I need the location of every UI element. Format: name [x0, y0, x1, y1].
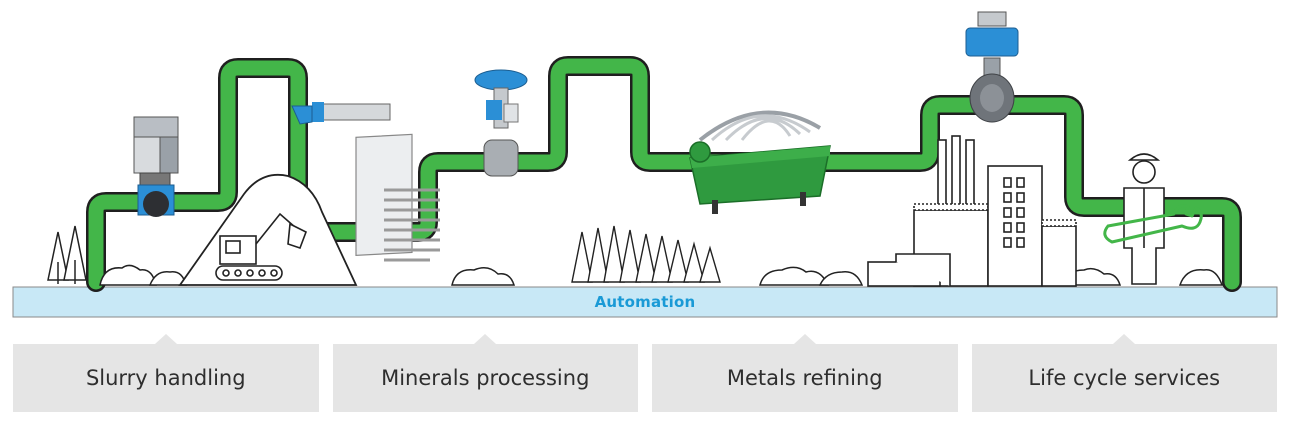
- heat-exchanger-icon: [355, 133, 440, 262]
- disc-filter-icon: [689, 110, 831, 214]
- knife-gate-valve-icon: [133, 116, 179, 217]
- category-boxes: Slurry handling Minerals processing Meta…: [13, 334, 1277, 412]
- linear-actuator-valve-icon: [291, 102, 391, 125]
- category-metals-refining: Metals refining: [652, 334, 958, 412]
- trees-center-icon: [571, 225, 721, 283]
- category-slurry-handling: Slurry handling: [13, 334, 319, 412]
- rotary-valve-icon: [965, 11, 1019, 123]
- excavator-icon: [215, 212, 308, 281]
- automation-band: [12, 286, 1278, 318]
- trees-left-icon: [47, 225, 87, 284]
- category-life-cycle-services: Life cycle services: [971, 334, 1277, 412]
- control-valve-icon: [474, 69, 528, 177]
- wrench-icon: [1103, 204, 1203, 244]
- factory-icon: [867, 135, 1077, 287]
- pipeline: [86, 56, 1242, 292]
- category-minerals-processing: Minerals processing: [332, 334, 638, 412]
- automation-label: Automation: [594, 293, 696, 311]
